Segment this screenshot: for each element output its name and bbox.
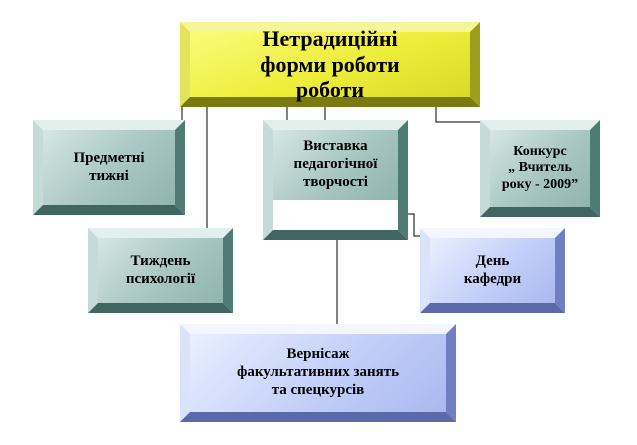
node-vernissage-face: Вернісаж факультативних занять та спецку… <box>190 334 446 412</box>
root-node-face: Нетрадиційні форми роботи роботи <box>190 26 470 102</box>
node-exhibition-face: Виставка педагогічної творчості <box>273 130 398 200</box>
node-vernissage-label: Вернісаж факультативних занять та спецку… <box>236 346 400 398</box>
node-exhibition: Виставка педагогічної творчості <box>263 120 408 240</box>
node-psychology-week: Тиждень психології <box>88 228 233 313</box>
node-contest-bevel <box>480 120 600 217</box>
node-subject-weeks-bevel <box>33 120 185 215</box>
node-contest-label: Конкурс „ Вчитель року - 2009” <box>501 143 579 192</box>
root-node-label: Нетрадиційні форми роботи роботи <box>260 25 400 103</box>
node-department-day: День кафедри <box>420 228 565 313</box>
node-contest: Конкурс „ Вчитель року - 2009” <box>480 120 600 217</box>
connector-exhibition-to-department-day <box>408 213 420 237</box>
node-subject-weeks-face: Предметні тижні <box>43 130 175 205</box>
node-exhibition-label: Виставка педагогічної творчості <box>293 138 378 190</box>
node-psychology-week-face: Тиждень психології <box>98 238 223 303</box>
node-psychology-week-bevel <box>88 228 233 313</box>
node-psychology-week-label: Тиждень психології <box>125 252 196 287</box>
node-vernissage: Вернісаж факультативних занять та спецку… <box>180 324 456 422</box>
node-vernissage-bevel <box>180 324 456 422</box>
node-exhibition-bevel <box>263 120 408 240</box>
connector-root-to-contest <box>435 107 480 123</box>
node-department-day-label: День кафедри <box>463 252 522 287</box>
node-department-day-face: День кафедри <box>430 238 555 303</box>
root-node-bevel <box>180 22 480 107</box>
node-subject-weeks-label: Предметні тижні <box>73 149 145 184</box>
node-contest-face: Конкурс „ Вчитель року - 2009” <box>490 130 590 207</box>
node-department-day-bevel <box>420 228 565 313</box>
node-subject-weeks: Предметні тижні <box>33 120 185 215</box>
root-node: Нетрадиційні форми роботи роботи <box>180 22 480 107</box>
